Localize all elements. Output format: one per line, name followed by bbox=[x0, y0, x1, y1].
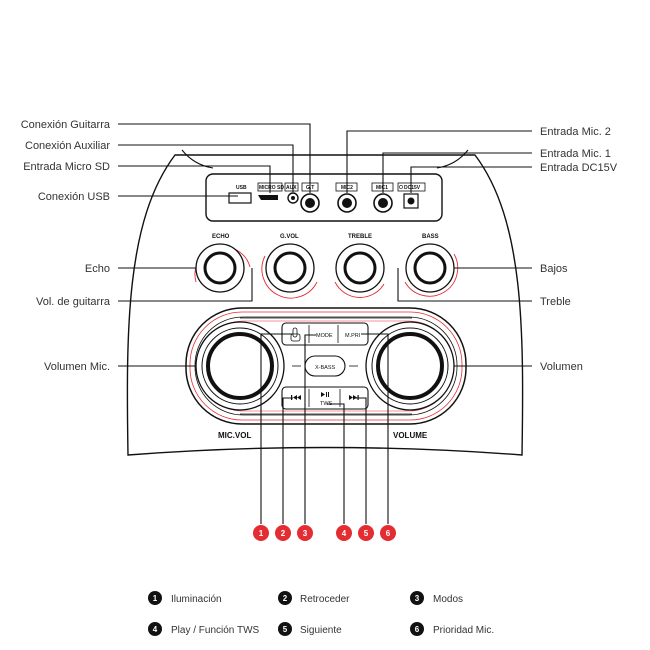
mode-button[interactable]: MODE bbox=[316, 333, 333, 339]
legend-item-1: 1 Iluminación bbox=[148, 591, 222, 605]
legend-item-5-label: Siguiente bbox=[300, 625, 342, 636]
dc-input-label: DC15V bbox=[404, 185, 421, 191]
callout-mic-volume: Volumen Mic. bbox=[44, 361, 110, 373]
callout-treble: Treble bbox=[540, 296, 571, 308]
knob-treble-label: TREBLE bbox=[348, 234, 372, 240]
legend-item-4: 4 Play / Función TWS bbox=[148, 622, 260, 636]
callout-microsd: Entrada Micro SD bbox=[23, 161, 110, 173]
master-volume-label: VOLUME bbox=[393, 431, 428, 440]
legend: 1 Iluminación 2 Retroceder 3 Modos 4 Pla… bbox=[148, 591, 494, 636]
legend-item-3: 3 Modos bbox=[410, 591, 463, 605]
knob-bass-label: BASS bbox=[422, 234, 439, 240]
knob-echo-label: ECHO bbox=[212, 234, 230, 240]
badge-4: 4 bbox=[336, 525, 352, 541]
knob-bass[interactable]: BASS bbox=[404, 234, 459, 297]
connector-panel: USB MICRO SD AUX G.T MIC2 MIC1 bbox=[205, 173, 443, 222]
callout-usb: Conexión USB bbox=[38, 191, 110, 203]
badge-3: 3 bbox=[297, 525, 313, 541]
mic-priority-button[interactable]: M.PRI bbox=[345, 333, 361, 339]
number-badges: 1 2 3 4 5 6 bbox=[253, 525, 396, 541]
callout-guitar: Conexión Guitarra bbox=[21, 119, 111, 131]
play-tws-button[interactable]: TWS bbox=[320, 392, 333, 407]
knob-guitar-volume-label: G.VOL bbox=[280, 234, 299, 240]
mode-button-label: MODE bbox=[316, 333, 333, 339]
legend-item-3-label: Modos bbox=[433, 594, 463, 605]
knob-treble[interactable]: TREBLE bbox=[334, 234, 385, 298]
legend-item-1-label: Iluminación bbox=[171, 594, 222, 605]
badge-6-number: 6 bbox=[386, 529, 391, 538]
legend-item-2-label: Retroceder bbox=[300, 594, 350, 605]
badge-4-number: 4 bbox=[342, 529, 347, 538]
callouts-right: Entrada Mic. 2 Entrada Mic. 1 Entrada DC… bbox=[540, 126, 618, 373]
callout-mic1: Entrada Mic. 1 bbox=[540, 148, 611, 160]
usb-port-label: USB bbox=[236, 185, 247, 191]
mic-priority-button-label: M.PRI bbox=[345, 333, 361, 339]
callout-dc: Entrada DC15V bbox=[540, 162, 618, 174]
knob-guitar-volume[interactable]: G.VOL bbox=[261, 234, 318, 299]
legend-item-5: 5 Siguiente bbox=[278, 622, 342, 636]
legend-item-6-label: Prioridad Mic. bbox=[433, 625, 494, 636]
badge-3-number: 3 bbox=[303, 529, 308, 538]
callout-mic2: Entrada Mic. 2 bbox=[540, 126, 611, 138]
badge-5: 5 bbox=[358, 525, 374, 541]
callouts-left: Conexión Guitarra Conexión Auxiliar Entr… bbox=[21, 119, 111, 373]
light-button[interactable] bbox=[290, 327, 301, 342]
aux-jack[interactable]: AUX bbox=[284, 182, 299, 204]
mic-volume-label: MIC.VOL bbox=[218, 431, 251, 440]
play-pause-icon bbox=[321, 392, 329, 397]
badge-6: 6 bbox=[380, 525, 396, 541]
bottom-button-group bbox=[281, 386, 369, 410]
aux-jack-label: AUX bbox=[286, 185, 297, 191]
usb-port[interactable]: USB bbox=[228, 185, 252, 204]
callout-guitar-volume: Vol. de guitarra bbox=[36, 296, 111, 308]
mic1-jack-label: MIC1 bbox=[376, 185, 388, 191]
legend-item-4-label: Play / Función TWS bbox=[171, 625, 260, 636]
knob-echo[interactable]: ECHO bbox=[194, 234, 251, 293]
tws-label: TWS bbox=[320, 401, 333, 407]
legend-item-2: 2 Retroceder bbox=[278, 591, 350, 605]
badge-1-number: 1 bbox=[259, 529, 264, 538]
badge-5-number: 5 bbox=[364, 529, 369, 538]
legend-item-6: 6 Prioridad Mic. bbox=[410, 622, 494, 636]
callout-volume: Volumen bbox=[540, 361, 583, 373]
leader-lines bbox=[118, 123, 532, 524]
mic-volume-knob[interactable]: MIC.VOL bbox=[195, 321, 285, 440]
legend-item-3-number: 3 bbox=[415, 594, 420, 603]
legend-item-5-number: 5 bbox=[283, 625, 288, 634]
legend-item-6-number: 6 bbox=[415, 625, 420, 634]
callout-echo: Echo bbox=[85, 263, 110, 275]
callout-aux: Conexión Auxiliar bbox=[25, 140, 110, 152]
microsd-slot-label: MICRO SD bbox=[259, 185, 284, 191]
legend-item-1-number: 1 bbox=[153, 594, 158, 603]
badge-2-number: 2 bbox=[281, 529, 286, 538]
hand-pointer-icon bbox=[290, 327, 301, 342]
legend-item-2-number: 2 bbox=[283, 594, 288, 603]
callout-bass: Bajos bbox=[540, 263, 568, 275]
xbass-button-label: X-BASS bbox=[315, 365, 336, 371]
badge-2: 2 bbox=[275, 525, 291, 541]
legend-item-4-number: 4 bbox=[153, 625, 158, 634]
badge-1: 1 bbox=[253, 525, 269, 541]
